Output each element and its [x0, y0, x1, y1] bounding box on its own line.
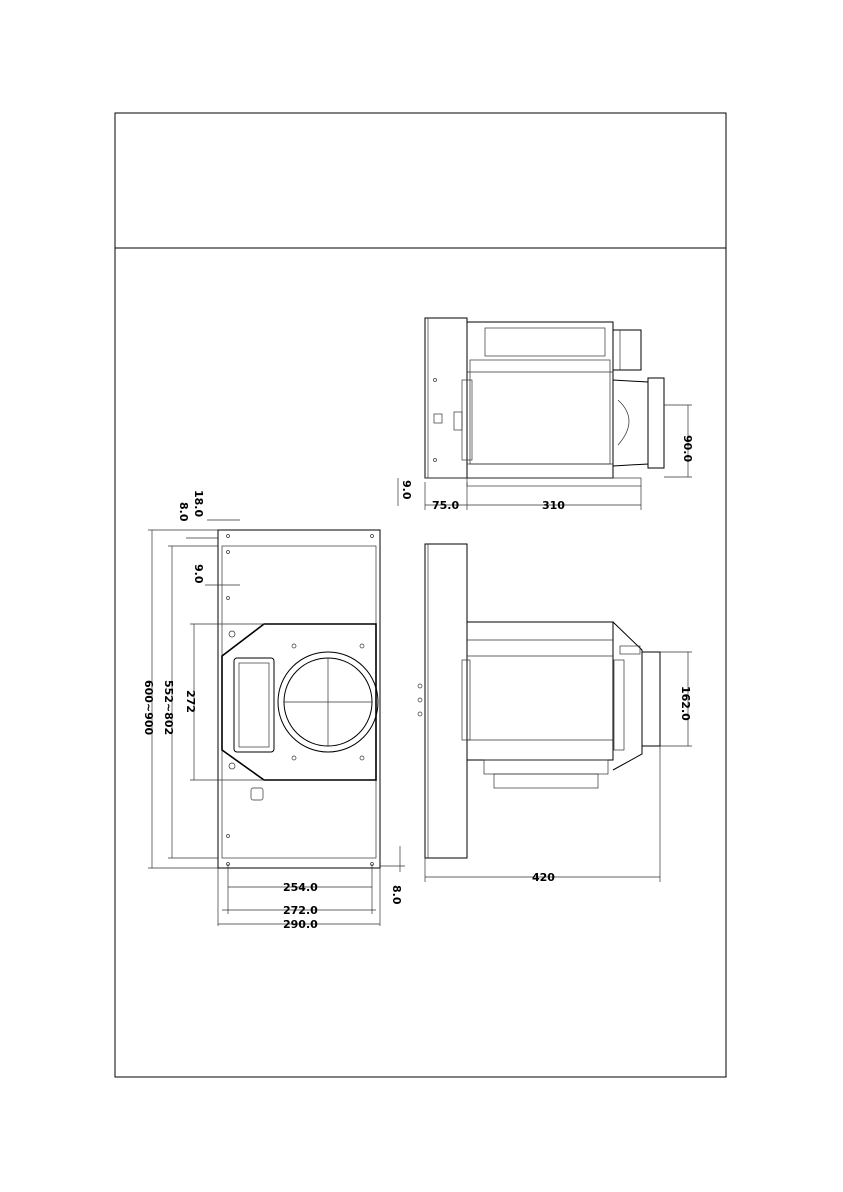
- drawing-frame: [115, 113, 726, 1077]
- dim-side-depth: 420: [532, 871, 555, 884]
- dim-front-width-254: 254.0: [283, 881, 318, 894]
- dim-front-height-outer: 600~900: [142, 680, 155, 735]
- dim-front-bottom-edge: 8.0: [390, 885, 403, 905]
- dim-front-top-offset: 18.0: [192, 490, 205, 517]
- top-view: 9.0 75.0 310 90.0: [398, 318, 694, 512]
- dim-top-flange: 75.0: [432, 499, 459, 512]
- dim-front-height-inner: 552~802: [162, 680, 175, 735]
- dim-front-inset: 9.0: [192, 564, 205, 584]
- front-view: 18.0 8.0 9.0 600~900 552~802 272 8.0 254…: [142, 490, 405, 931]
- dim-front-width-272: 272.0: [283, 904, 318, 917]
- dim-top-left: 9.0: [400, 480, 413, 500]
- dim-front-cutout: 272: [184, 690, 197, 713]
- dim-top-outlet: 90.0: [681, 435, 694, 462]
- dim-side-outlet: 162.0: [679, 686, 692, 721]
- dim-front-top-edge: 8.0: [177, 502, 190, 522]
- dim-front-width-290: 290.0: [283, 918, 318, 931]
- side-view: 420 162.0: [418, 544, 692, 884]
- dim-top-length: 310: [542, 499, 565, 512]
